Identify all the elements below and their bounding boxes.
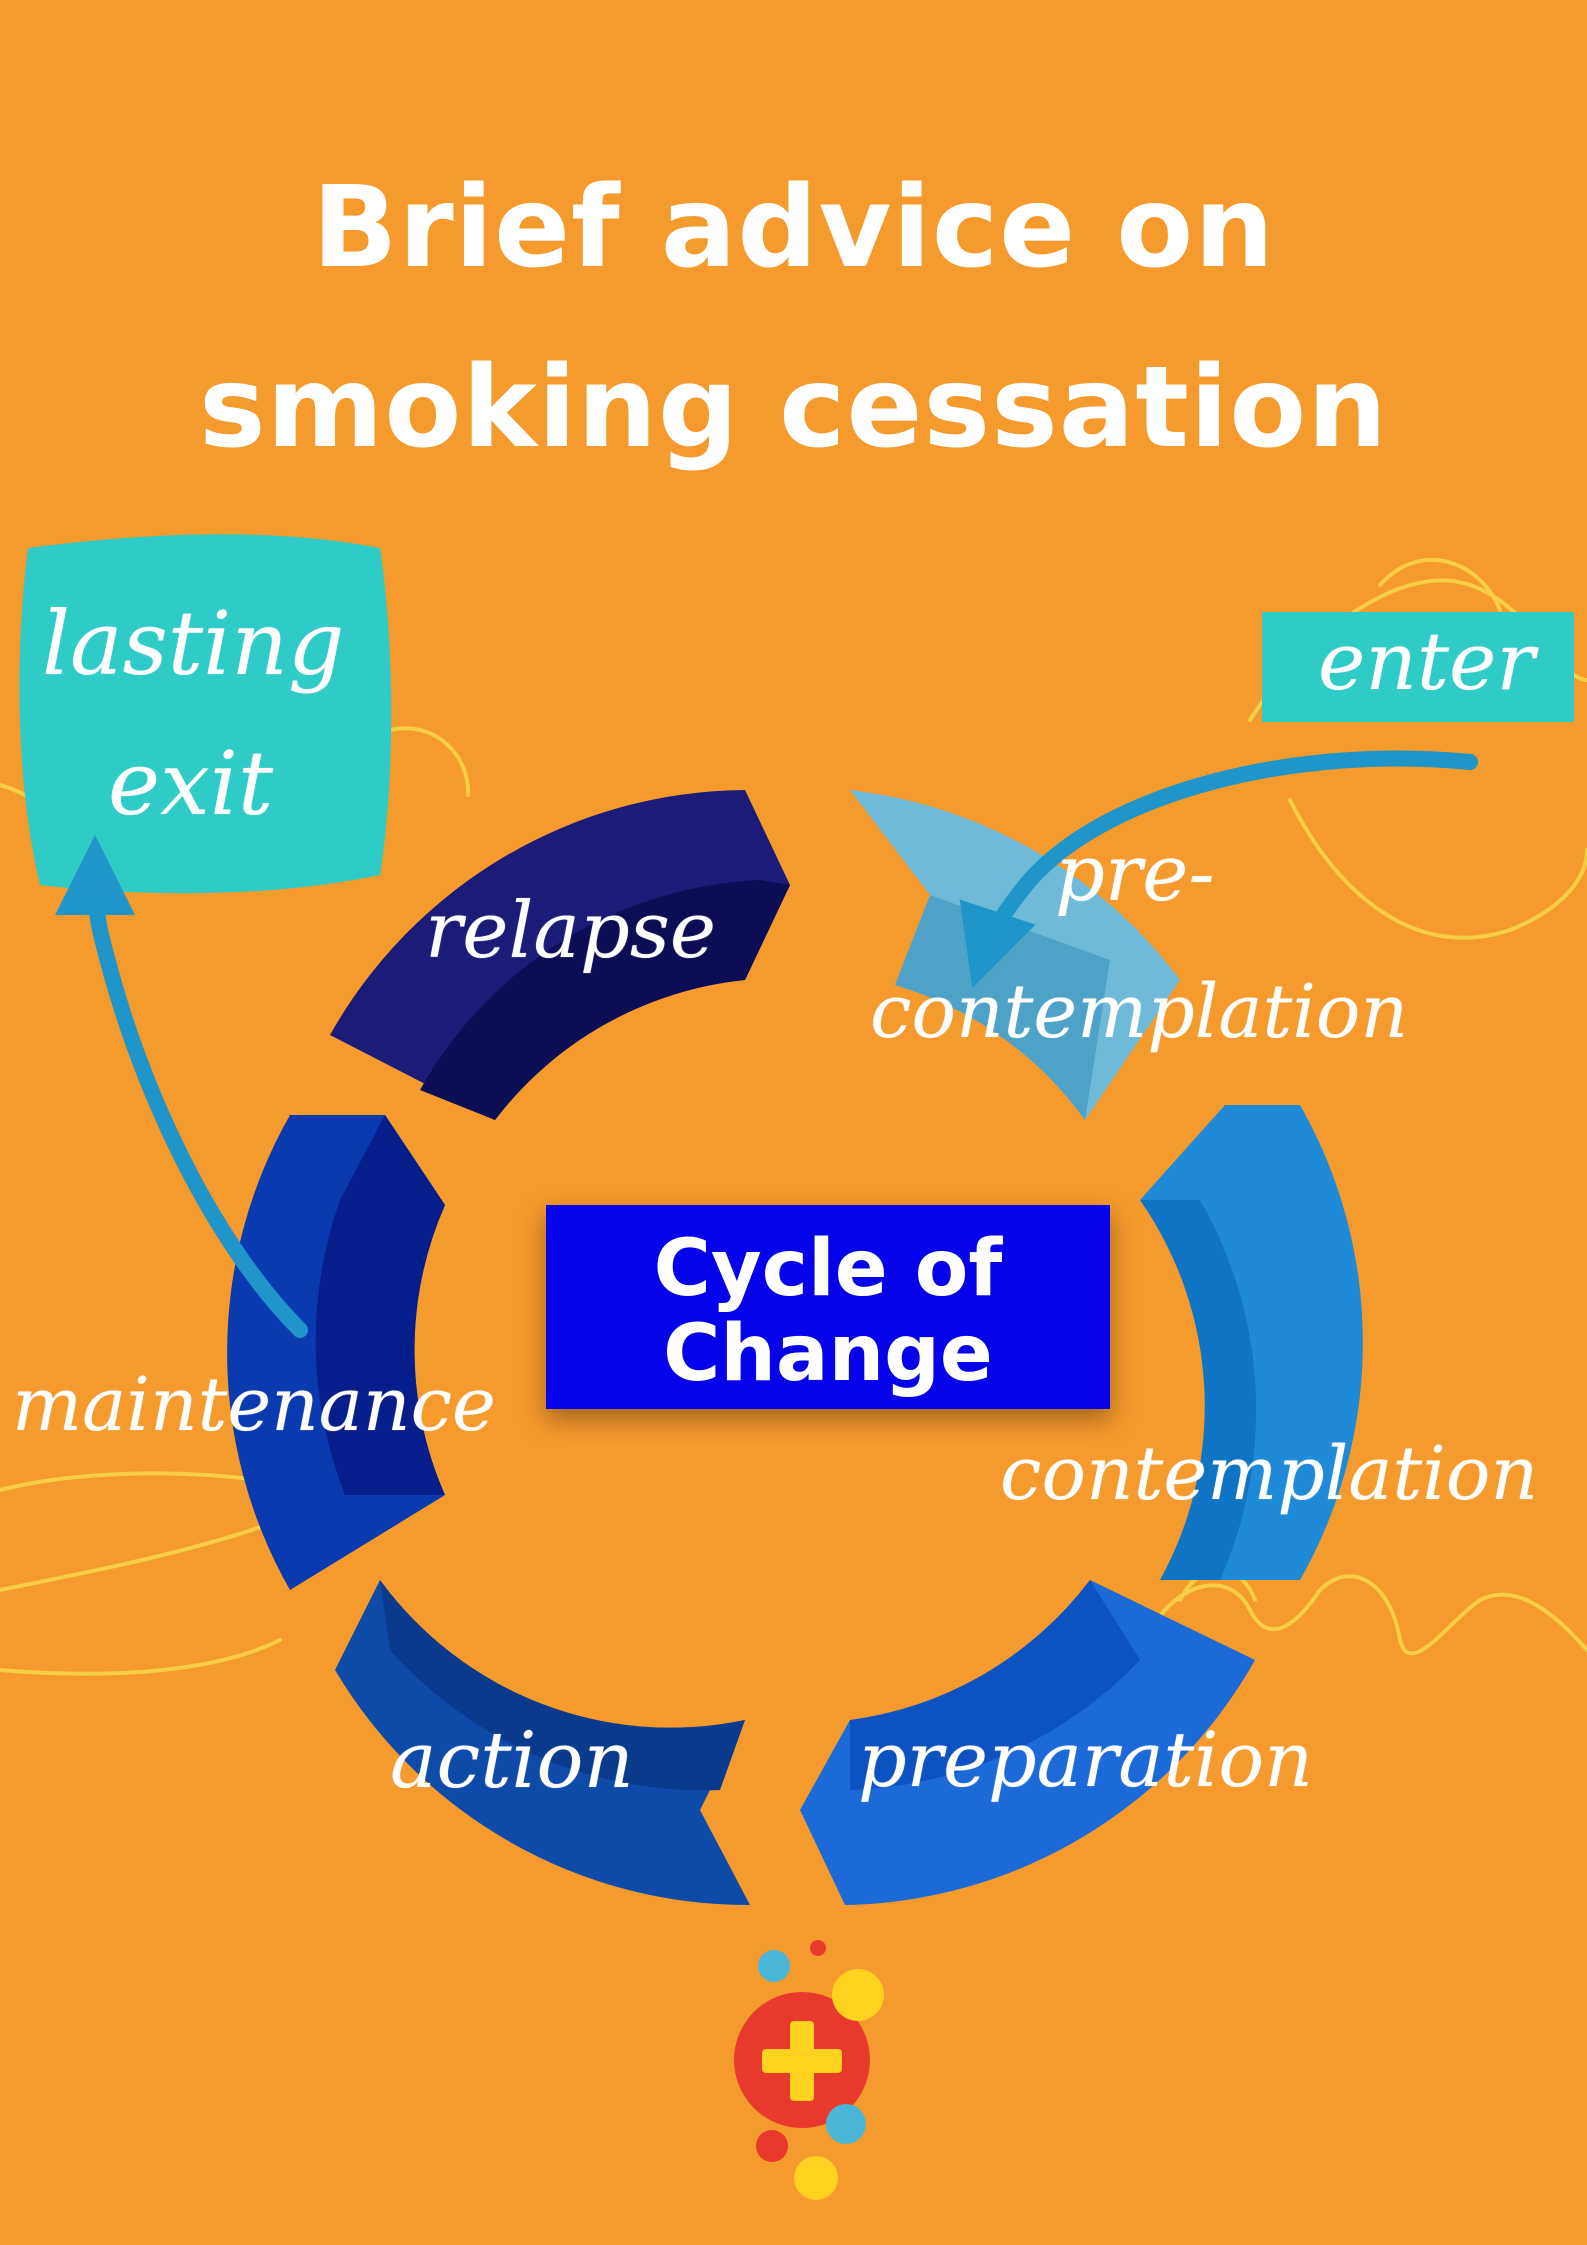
lasting-exit-box bbox=[19, 534, 392, 894]
contemplation-segment-shade bbox=[1140, 1200, 1257, 1580]
relapse-segment-shade bbox=[420, 880, 790, 1120]
stage-label-precontemplation-1: pre- bbox=[1055, 829, 1215, 919]
cycle-of-change-box: Cycle of Change bbox=[546, 1205, 1110, 1409]
stage-label-relapse: relapse bbox=[425, 886, 717, 976]
stage-label-contemplation: contemplation bbox=[1000, 1431, 1539, 1517]
preparation-segment-shade bbox=[850, 1580, 1140, 1790]
stage-label-precontemplation-2: contemplation bbox=[870, 969, 1409, 1055]
enter-box bbox=[1262, 612, 1574, 722]
center-title-line-2: Change bbox=[663, 1309, 993, 1399]
exit-arrow bbox=[55, 835, 308, 1338]
precontemplation-segment-shade bbox=[895, 895, 1110, 1120]
page-title-line-2: smoking cessation bbox=[199, 343, 1388, 473]
cycle-ring bbox=[227, 790, 1363, 1906]
exit-label: exit bbox=[108, 732, 274, 835]
action-segment-shade bbox=[380, 1580, 745, 1791]
enter-arrow bbox=[959, 750, 1478, 988]
page-title-line-1: Brief advice on bbox=[312, 163, 1275, 293]
stage-label-maintenance: maintenance bbox=[12, 1362, 496, 1448]
stage-label-action: action bbox=[390, 1716, 634, 1806]
stage-label-preparation: preparation bbox=[858, 1715, 1314, 1804]
enter-label: enter bbox=[1318, 615, 1535, 708]
maintenance-segment-shade bbox=[315, 1115, 445, 1495]
lasting-label: lasting bbox=[42, 592, 345, 695]
medical-cross-logo bbox=[734, 1940, 884, 2200]
center-title-line-1: Cycle of bbox=[653, 1224, 1003, 1314]
